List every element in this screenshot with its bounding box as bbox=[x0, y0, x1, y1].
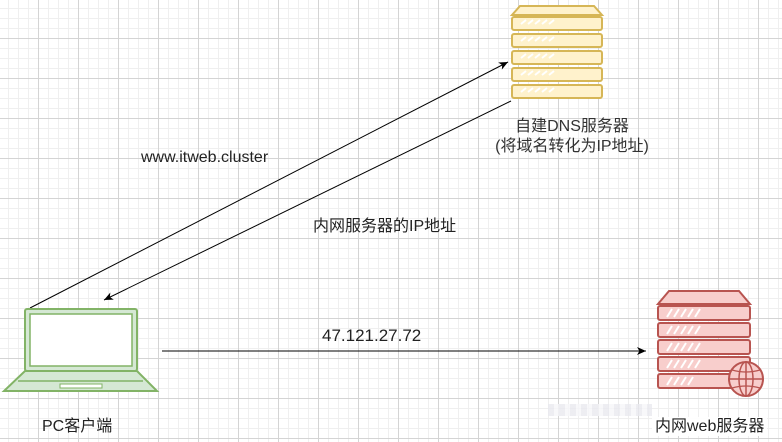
globe-icon bbox=[728, 361, 764, 397]
web-server-icon bbox=[655, 290, 764, 397]
pc-client-label: PC客户端 bbox=[42, 418, 113, 435]
request-edge-label: 47.121.27.72 bbox=[322, 326, 422, 345]
dns-server-label-line1: 自建DNS服务器 bbox=[515, 118, 629, 135]
dns-server-label: 自建DNS服务器 (将域名转化为IP地址) bbox=[495, 117, 649, 157]
dns-server-icon bbox=[509, 5, 605, 99]
answer-arrow bbox=[103, 100, 512, 301]
query-edge-label: www.itweb.cluster bbox=[141, 149, 269, 166]
laptop-icon bbox=[1, 308, 160, 392]
web-server-label: 内网web服务器 bbox=[652, 417, 768, 436]
dns-server-label-line2: (将域名转化为IP地址) bbox=[495, 138, 649, 155]
query-arrow bbox=[29, 61, 509, 309]
watermark-blur bbox=[548, 404, 652, 416]
answer-edge-label: 内网服务器的IP地址 bbox=[313, 218, 457, 235]
